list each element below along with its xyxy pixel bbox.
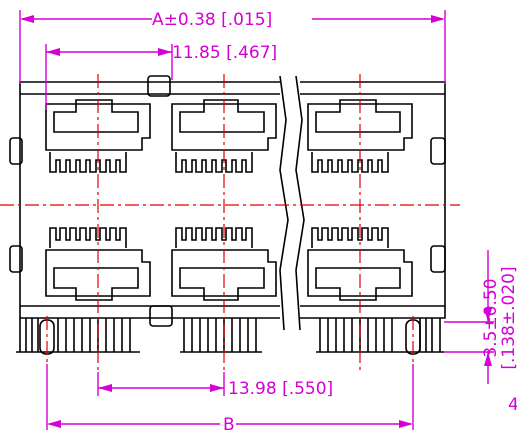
port-pitch-top-label: 11.85 [.467] [172,43,277,63]
top-tab [147,75,171,97]
pcb-standoff-label: 3.5±0.50[.138±.020] [481,266,517,369]
bottom-contacts [49,227,389,248]
bottom-tab [149,305,173,327]
dimension-pin-span: B [46,364,414,430]
side-latches [9,137,446,273]
dimension-port-pitch-bottom: 13.98 [.550] [97,372,333,399]
break-lines [279,75,305,331]
dimension-pcb-standoff: 3.5±0.50[.138±.020] [444,250,517,384]
pcb-pins [16,318,444,355]
top-contacts [49,152,389,173]
overall-width-label: A±0.38 [.015] [152,10,272,30]
connector-body [19,81,446,319]
port-pitch-bottom-label: 13.98 [.550] [228,379,333,399]
bottom-row-jacks [45,249,413,301]
pin-span-label: B [223,415,235,430]
page-fragment: 4 [508,395,517,415]
dimension-overall-width: A±0.38 [.015] [19,10,446,84]
dimension-port-pitch-top: 11.85 [.467] [45,43,277,110]
top-row-jacks [45,99,413,151]
center-lines [0,74,460,372]
